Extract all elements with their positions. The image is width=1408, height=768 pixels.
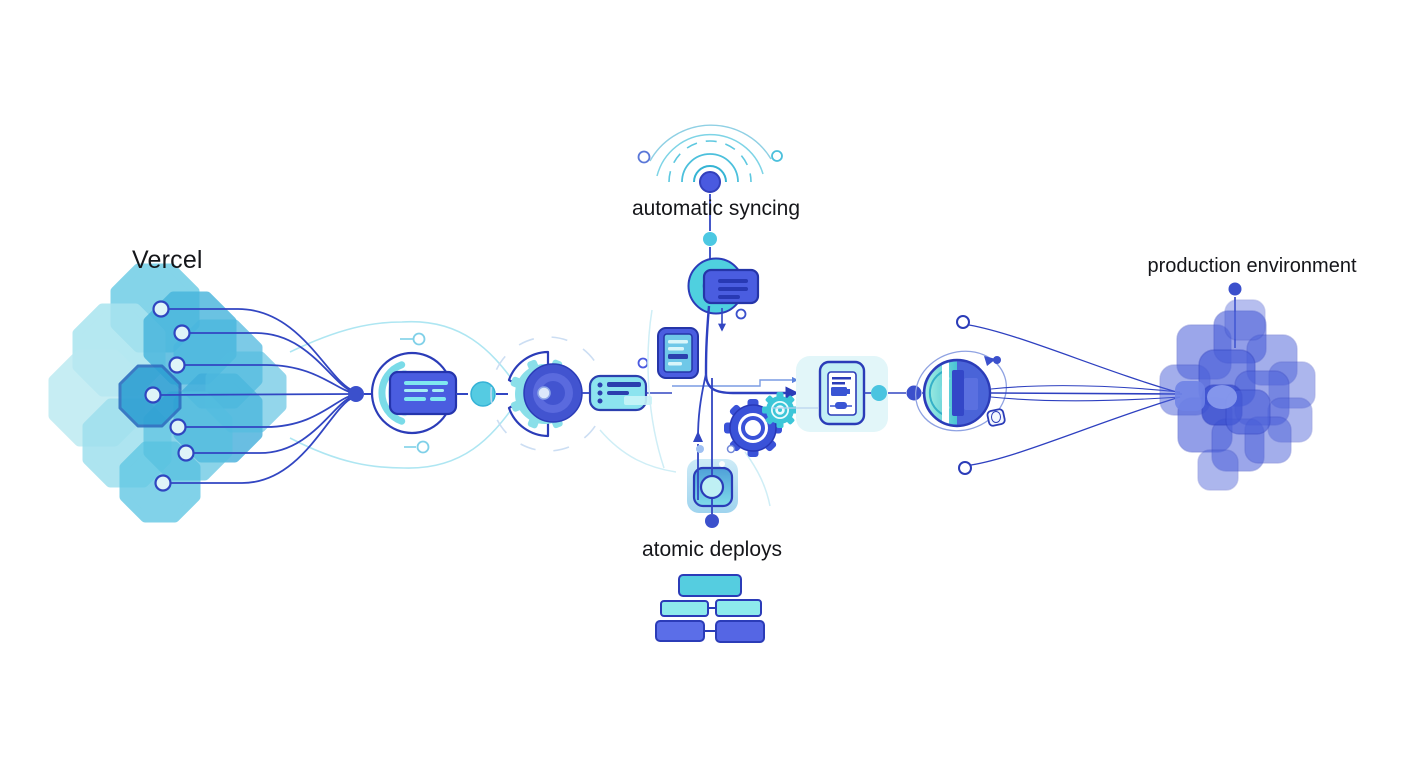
blue-dot xyxy=(906,385,922,401)
teal-dot xyxy=(871,385,887,401)
preview-document-card-icon xyxy=(772,356,888,432)
build-wheel-icon xyxy=(490,336,606,452)
orbit-cube-icon xyxy=(986,408,1006,427)
deploy-line xyxy=(697,373,707,439)
vercel-label: Vercel xyxy=(132,246,203,274)
node-ring xyxy=(416,440,430,454)
source-branch-lines xyxy=(159,308,355,484)
small-dot xyxy=(696,445,704,453)
thin-step-arrow xyxy=(672,376,799,387)
small-gear-icon xyxy=(762,392,798,428)
automatic-syncing-label: automatic syncing xyxy=(631,197,801,220)
production-converge-lines xyxy=(968,324,1183,466)
faint-curves xyxy=(599,309,771,507)
node-ring xyxy=(956,315,970,329)
node-ring xyxy=(726,444,736,454)
production-environment-label: production environment xyxy=(1147,255,1357,277)
production-dot xyxy=(1228,282,1242,296)
block-stack-icon xyxy=(655,574,765,643)
node-ring xyxy=(637,357,649,369)
document-card-icon xyxy=(657,327,699,379)
wifi-sync-icon xyxy=(637,124,783,193)
node-ring xyxy=(735,308,747,320)
deploy-dot xyxy=(705,514,719,528)
source-node-rings xyxy=(144,300,195,492)
package-core xyxy=(699,474,725,500)
production-cluster-icon xyxy=(1159,299,1316,491)
atomic-deploys-label: atomic deploys xyxy=(641,538,783,561)
teal-dot xyxy=(470,381,496,407)
checklist-card-icon xyxy=(588,374,652,412)
node-ring xyxy=(412,332,426,346)
code-commit-card-icon xyxy=(370,351,458,435)
up-arrowhead xyxy=(693,431,703,442)
teal-dot xyxy=(703,232,717,246)
fan-curves xyxy=(289,320,515,469)
globe-sphere-icon xyxy=(914,350,1008,432)
node-ring xyxy=(958,461,972,475)
message-card-icon xyxy=(687,257,760,315)
merge-dot xyxy=(348,386,364,402)
